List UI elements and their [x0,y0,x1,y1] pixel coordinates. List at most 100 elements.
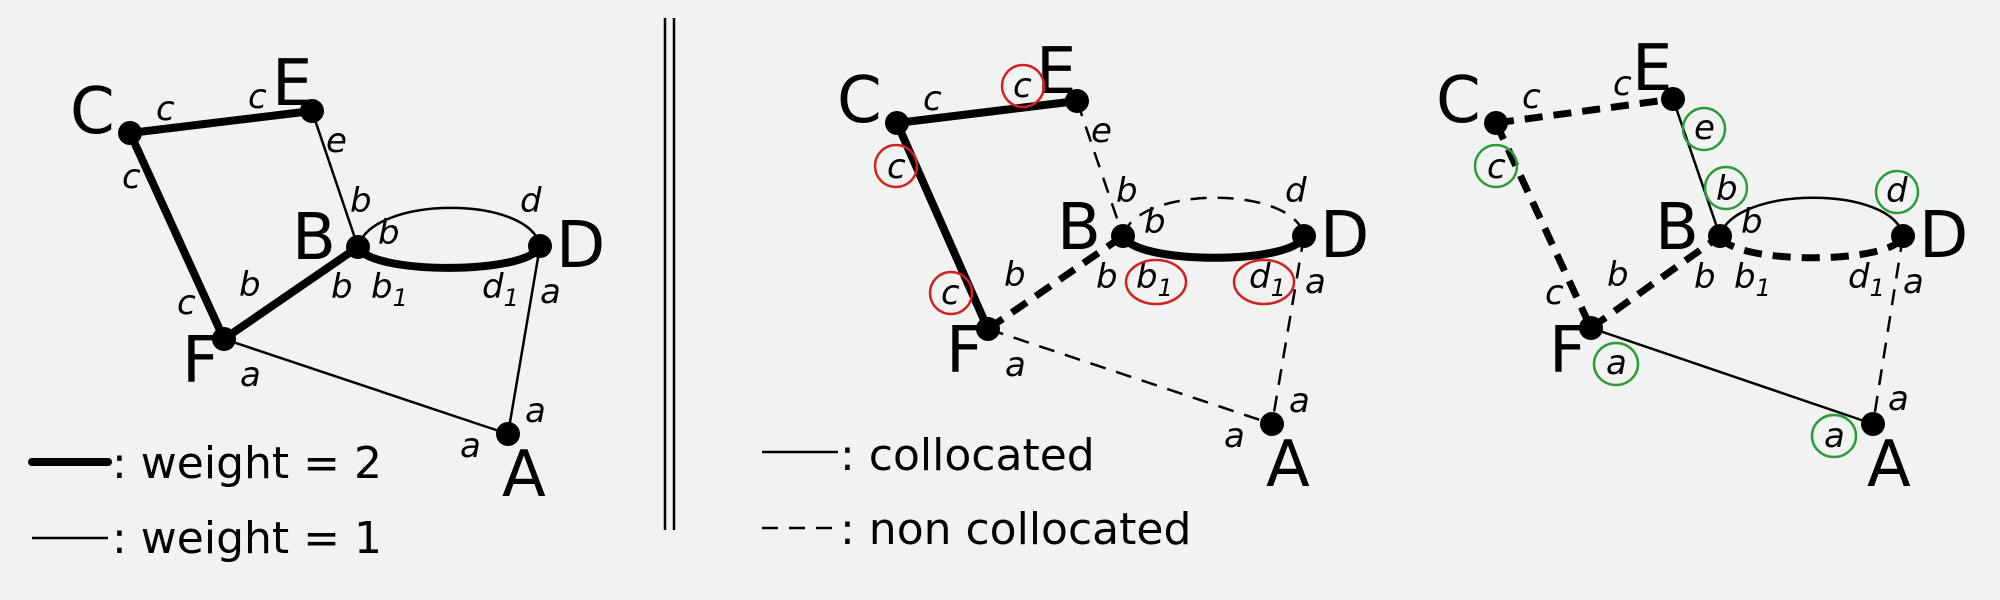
port-label: b [1144,202,1166,242]
node-a [496,422,520,446]
node-f [976,317,1000,341]
port-label: a [1606,343,1627,383]
port-label: d [1886,171,1908,211]
highlight-circle-red [1124,258,1188,306]
highlight-circle-green [1874,169,1920,215]
highlight-circle-red [1232,258,1296,306]
node-f [1579,316,1603,340]
node-a [1861,412,1885,436]
legend-weights: : weight = 2 : weight = 1 [28,438,382,564]
edge-e-b [1671,98,1722,237]
port-label: a [1005,345,1026,385]
edge-f-a [223,337,509,436]
node-label-b: B [1655,191,1699,265]
port-label: e [1694,108,1715,148]
node-e [1661,87,1685,111]
node-label-a: A [502,438,546,512]
node-d [1891,224,1915,248]
edge-d-a [1270,235,1306,425]
node-label-b: B [292,201,336,275]
node-b [1111,224,1135,248]
legend-weight-1: : weight = 1 [112,513,382,564]
node-d [528,234,552,258]
node-label-e: E [1036,35,1076,109]
node-label-f: F [1549,314,1586,388]
port-label: c [1487,147,1506,187]
node-label-f: F [946,314,983,388]
port-label: c [923,79,942,119]
port-label: b [378,213,400,253]
port-label: a [525,391,546,431]
legend-collocated: : collocated [840,430,1095,481]
port-label: c [156,89,175,129]
graph-panel-red: C E B D F A c c c c e b b b b b1 d d1 a … [837,35,1369,502]
port-label: a [1289,381,1310,421]
port-label: a [460,426,481,466]
node-label-e: E [1632,32,1672,106]
highlight-circle-green [1681,106,1727,152]
edge-b-d-upper [356,206,542,248]
port-label: b [1116,171,1138,211]
graph-panel-green: C E B D F A c c c c e b b b b b1 d d1 a … [1436,32,1968,502]
node-label-a: A [1867,428,1911,502]
edge-d-a [1871,235,1905,425]
port-label: a [1224,416,1245,456]
edge-b-d-lower [354,242,544,272]
port-label: c [122,157,141,197]
port-label: b [350,181,372,221]
port-label: b [331,267,353,307]
node-label-c: C [837,64,882,138]
node-label-b: B [1057,191,1101,265]
port-label: b [1004,255,1026,295]
edge-e-b [310,110,360,248]
edge-e-b [1075,100,1125,237]
node-b [1708,224,1732,248]
highlight-circle-green [1703,165,1749,211]
port-label-d1: d1 [1848,257,1885,302]
edge-c-e [126,107,316,137]
port-label: a [540,272,561,312]
highlight-circle-red [873,143,919,189]
port-label: a [1888,379,1909,419]
highlight-circle-red [928,270,974,316]
edge-d-a [506,245,542,435]
port-label: a [1903,262,1924,302]
port-label: c [1613,64,1632,104]
port-label: a [1824,416,1845,456]
node-f [212,327,236,351]
node-label-a: A [1266,428,1310,502]
port-label: a [1305,262,1326,302]
node-label-e: E [272,47,312,121]
legend-non-collocated: : non collocated [840,504,1191,555]
node-b [346,235,370,259]
port-label: e [1091,111,1112,151]
port-label: c [1545,273,1564,313]
port-label: d [1285,171,1307,211]
port-label: b [1694,257,1716,297]
edge-b-d-lower [1119,232,1308,262]
port-label: d [520,181,542,221]
node-a [1260,412,1284,436]
port-label: e [326,121,347,161]
legend-weight-2: : weight = 2 [112,438,382,489]
port-label: b [1607,255,1629,295]
edge-b-d-upper [1718,196,1905,237]
edge-f-a [987,327,1273,426]
port-label: b [1716,169,1738,209]
node-e [300,99,324,123]
node-label-c: C [1436,64,1481,138]
node-c [885,111,909,135]
port-label-b1: b1 [371,267,408,312]
node-label-d: D [1320,199,1369,273]
port-label: b [1741,202,1763,242]
node-label-d: D [1919,199,1968,273]
highlight-circle-red [1000,63,1046,109]
node-d [1292,224,1316,248]
edge-c-e [1495,95,1674,127]
node-c [118,121,142,145]
port-label-d1: d1 [482,267,519,312]
node-e [1065,89,1089,113]
edge-f-a [1590,326,1874,426]
port-label: c [1522,77,1541,117]
